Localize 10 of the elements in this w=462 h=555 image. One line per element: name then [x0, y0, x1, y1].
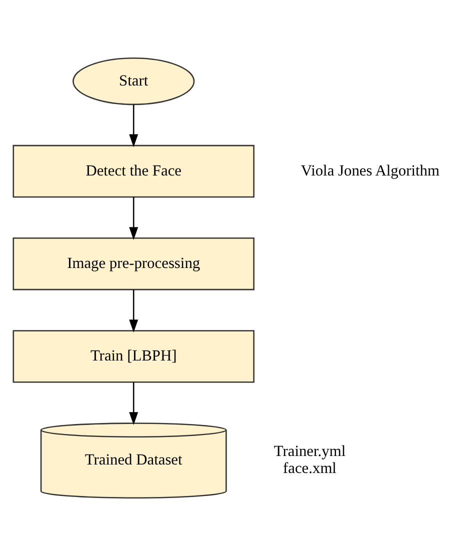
node-box: Image pre-processing: [12, 237, 254, 290]
node-box: Detect the Face: [12, 144, 254, 198]
arrow: [129, 289, 138, 332]
arrow: [129, 196, 138, 240]
node-label: Viola Jones Algorithm: [300, 162, 440, 179]
node-ellipse: Start: [72, 57, 195, 105]
node-label: Trainer.yml face.xml: [274, 442, 346, 476]
arrow: [129, 104, 138, 147]
node-box: Train [LBPH]: [12, 330, 254, 382]
arrow: [129, 382, 138, 424]
